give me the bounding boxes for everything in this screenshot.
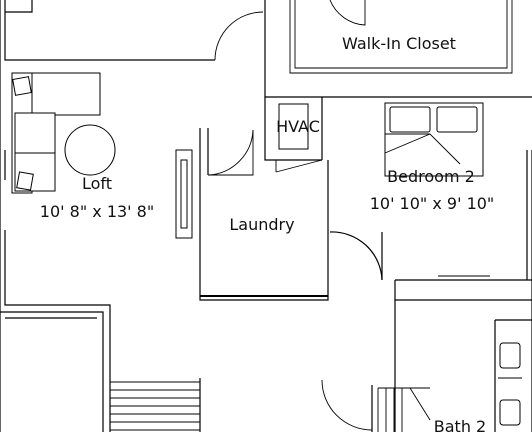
walk-in-closet-room [289, 0, 513, 74]
loft-furniture [11, 72, 193, 239]
hvac-room [264, 97, 323, 173]
hvac-label: HVAC [276, 117, 320, 136]
stairs [110, 378, 201, 432]
loft-dimensions: 10' 8" x 13' 8" [40, 202, 154, 221]
bedroom-2-room [329, 102, 532, 432]
walk-in-closet-label: Walk-In Closet [342, 34, 456, 53]
loft-door-swing [214, 11, 264, 61]
bedroom-2-label: Bedroom 2 [387, 167, 475, 186]
laundry-label: Laundry [229, 215, 294, 234]
bath-2-room [321, 342, 522, 432]
bedroom-2-dimensions: 10' 10" x 9' 10" [370, 194, 495, 213]
laundry-room [199, 128, 329, 301]
bath-2-label: Bath 2 [434, 417, 486, 432]
loft-label: Loft [82, 174, 112, 193]
